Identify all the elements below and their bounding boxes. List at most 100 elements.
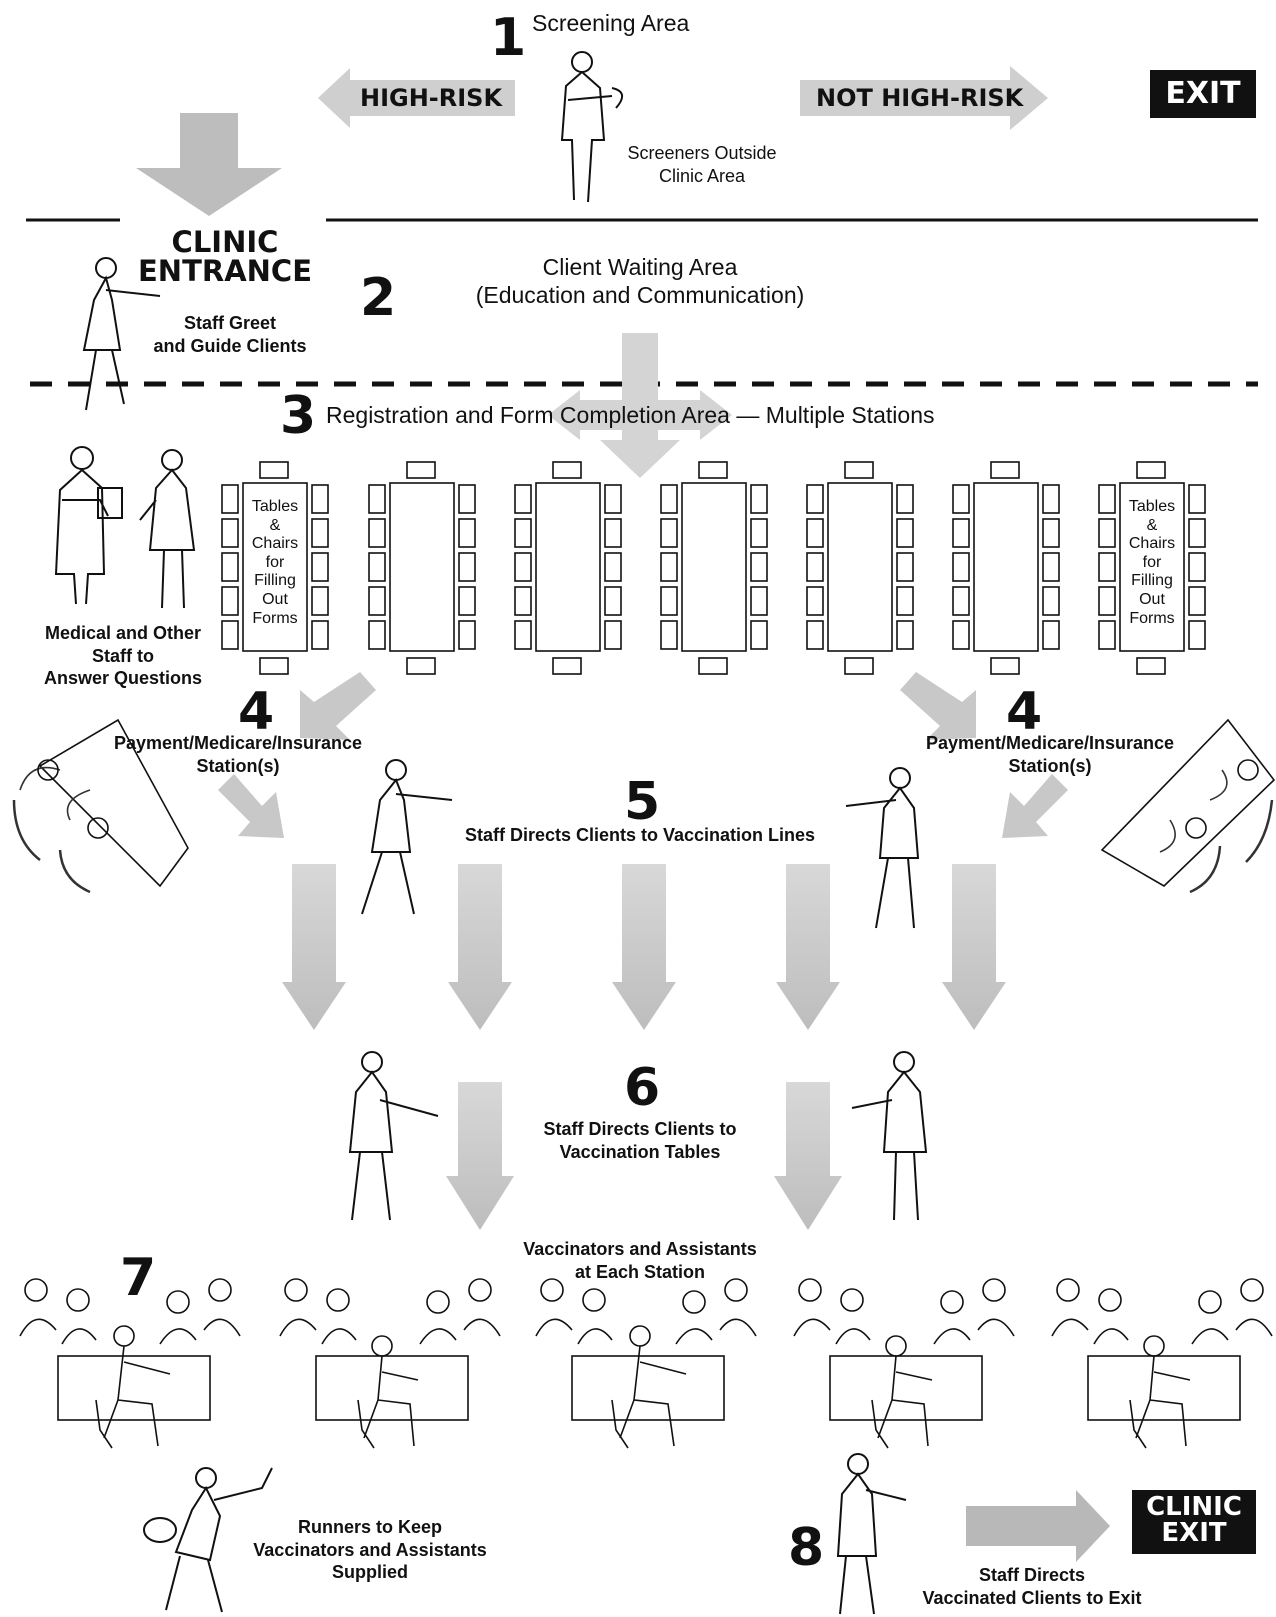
line-director-right-icon <box>845 767 920 929</box>
step-5-number: 5 <box>624 772 661 832</box>
vax-line-arrow-4 <box>776 864 840 1030</box>
vax-table-arrow-left <box>446 1082 514 1230</box>
table-station-5 <box>806 461 914 675</box>
diag-arrow-right-upper <box>900 672 976 740</box>
table-station-6 <box>952 461 1060 675</box>
waiting-area-line-1: Client Waiting Area <box>542 254 738 280</box>
greeter-person-icon <box>82 257 161 411</box>
payment-station-label-right: Payment/Medicare/Insurance Station(s) <box>916 732 1184 777</box>
runners-label: Runners to Keep Vaccinators and Assistan… <box>240 1516 500 1584</box>
vaccinators-line-2: at Each Station <box>574 1261 706 1282</box>
screener-person-icon <box>560 51 623 203</box>
table-station-4 <box>660 461 768 675</box>
waiting-cross-arrow <box>548 333 732 478</box>
vaccinators-label: Vaccinators and Assistants at Each Stati… <box>500 1238 780 1283</box>
tables-label-right: Tables & Chairs for Filling Out Forms <box>1120 498 1184 628</box>
vax-line-arrow-3 <box>612 864 676 1030</box>
clinic-entrance-line-1: CLINIC <box>171 225 279 259</box>
diag-arrow-left-lower <box>218 774 284 838</box>
clinic-exit-line-2: EXIT <box>1161 1518 1227 1548</box>
payment-station-right <box>1100 718 1276 894</box>
waiting-area-line-2: (Education and Communication) <box>475 281 805 308</box>
forms-word: Forms <box>252 609 298 627</box>
vaccination-station-5 <box>1051 1278 1273 1449</box>
clinic-entrance-line-2: ENTRANCE <box>138 254 312 288</box>
table-director-left-icon <box>348 1051 439 1221</box>
step-4-number-left: 4 <box>238 682 275 742</box>
payment-station-label-left: Payment/Medicare/Insurance Station(s) <box>104 732 372 777</box>
screeners-label: Screeners Outside Clinic Area <box>612 142 792 187</box>
runners-line-1: Runners to Keep <box>297 1517 443 1537</box>
payment-line-1: Payment/Medicare/Insurance <box>925 733 1175 753</box>
exit-director-line-1: Staff Directs <box>978 1565 1086 1585</box>
table-station-7 <box>1098 461 1206 675</box>
medical-staff-line-1: Medical and Other <box>44 623 202 643</box>
medical-staff-left-icon <box>54 446 123 605</box>
step-3-number: 3 <box>280 386 317 446</box>
screening-area-label: Screening Area <box>532 10 690 36</box>
not-high-risk-arrow <box>800 66 1048 130</box>
registration-tables <box>221 461 1206 675</box>
payment-line-2: Station(s) <box>196 755 280 776</box>
vax-line-arrow-1 <box>282 864 346 1030</box>
vaccination-tables-line-1: Staff Directs Clients to <box>543 1119 737 1139</box>
clinic-entrance-title: CLINIC ENTRANCE <box>130 228 320 286</box>
diag-arrow-right-lower <box>1002 774 1068 838</box>
vax-table-arrow-right <box>774 1082 842 1230</box>
tables-label-left: Tables & Chairs for Filling Out Forms <box>243 498 307 628</box>
entrance-down-arrow <box>136 113 282 216</box>
vaccination-station-3 <box>535 1278 757 1449</box>
step-6-number: 6 <box>624 1058 661 1118</box>
screeners-line-1: Screeners Outside <box>627 143 777 163</box>
filling-word: Filling <box>1131 572 1173 590</box>
exit-director-person-icon <box>836 1453 907 1615</box>
vax-line-arrow-5 <box>942 864 1006 1030</box>
high-risk-label: HIGH-RISK <box>360 84 503 112</box>
vaccination-lines-label: Staff Directs Clients to Vaccination Lin… <box>464 825 816 845</box>
medical-staff-line-2: Staff to <box>92 645 154 666</box>
registration-area-label: Registration and Form Completion Area — … <box>326 402 935 428</box>
vaccination-tables-line-2: Vaccination Tables <box>559 1141 721 1162</box>
exit-director-label: Staff Directs Vaccinated Clients to Exit <box>898 1564 1166 1609</box>
waiting-area-label: Client Waiting Area (Education and Commu… <box>460 254 820 309</box>
medical-staff-label: Medical and Other Staff to Answer Questi… <box>30 622 216 690</box>
ampersand-word: & <box>269 516 281 534</box>
out-word: Out <box>262 590 288 608</box>
payment-line-1: Payment/Medicare/Insurance <box>113 733 363 753</box>
chairs-word: Chairs <box>251 535 299 553</box>
clinic-exit-badge: CLINIC EXIT <box>1132 1490 1256 1554</box>
forms-word: Forms <box>1129 609 1175 627</box>
step-7-number: 7 <box>120 1248 157 1308</box>
step-4-number-right: 4 <box>1006 682 1043 742</box>
table-station-1 <box>221 461 329 675</box>
staff-greet-label: Staff Greet and Guide Clients <box>140 312 320 357</box>
diag-arrow-left-upper <box>300 672 376 740</box>
tables-word: Tables <box>1128 498 1176 515</box>
payment-station-left <box>12 718 189 894</box>
clinic-exit-line-1: CLINIC <box>1146 1492 1242 1522</box>
step-2-number: 2 <box>360 268 397 328</box>
vaccination-station-1 <box>19 1278 241 1449</box>
exit-badge: EXIT <box>1150 70 1256 118</box>
table-director-right-icon <box>851 1051 928 1221</box>
screeners-line-2: Clinic Area <box>658 165 746 186</box>
table-station-3 <box>514 461 622 675</box>
runners-line-3: Supplied <box>332 1562 408 1582</box>
ampersand-word: & <box>1146 516 1158 534</box>
runner-person-icon <box>143 1467 273 1613</box>
vaccination-station-4 <box>793 1278 1015 1449</box>
exit-director-line-2: Vaccinated Clients to Exit <box>922 1587 1142 1608</box>
high-risk-arrow <box>318 68 515 128</box>
clinic-exit-arrow <box>966 1490 1110 1562</box>
step-8-number: 8 <box>788 1518 825 1578</box>
medical-staff-right-icon <box>139 449 196 609</box>
staff-greet-line-1: Staff Greet <box>183 313 277 333</box>
vaccination-tables-label: Staff Directs Clients to Vaccination Tab… <box>510 1118 770 1163</box>
medical-staff-line-3: Answer Questions <box>43 668 203 688</box>
vaccination-station-2 <box>279 1278 501 1449</box>
for-word: for <box>1142 553 1162 571</box>
for-word: for <box>265 553 285 571</box>
payment-line-2: Station(s) <box>1008 755 1092 776</box>
not-high-risk-label: NOT HIGH-RISK <box>816 84 1024 112</box>
